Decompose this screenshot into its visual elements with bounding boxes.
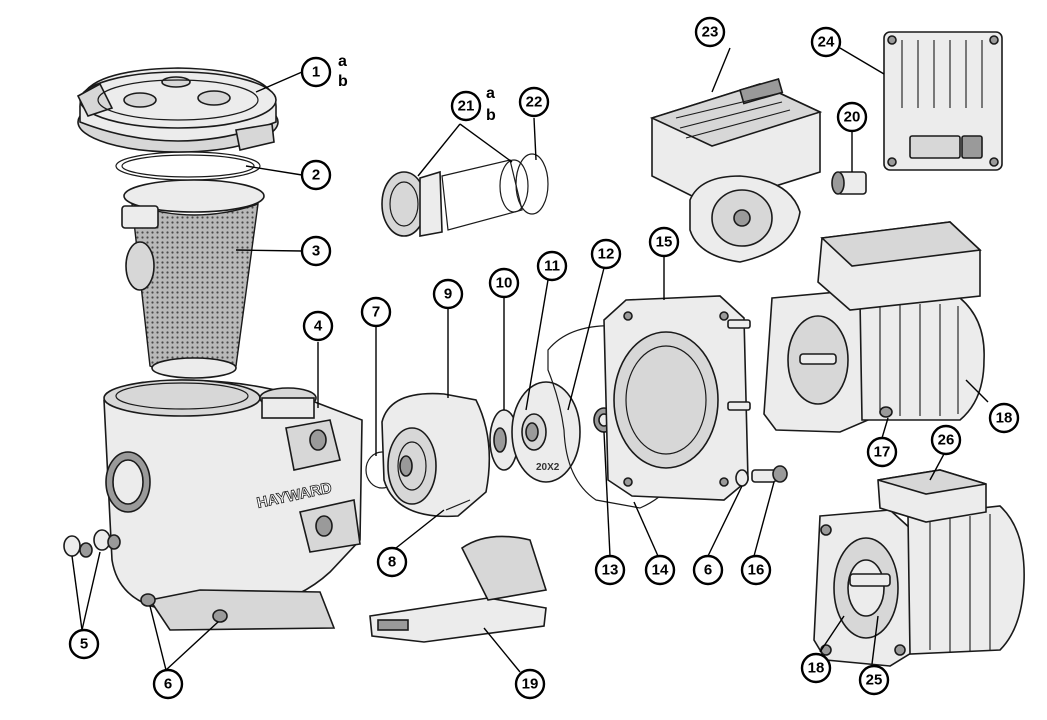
impeller-disc xyxy=(511,381,581,483)
svg-text:1: 1 xyxy=(312,64,320,81)
callout-1-sub-b: b xyxy=(338,73,348,90)
svg-text:18: 18 xyxy=(996,410,1013,427)
svg-text:19: 19 xyxy=(522,676,539,693)
callout-18-bottom: 18 xyxy=(800,652,832,684)
svg-text:6: 6 xyxy=(164,676,172,693)
panel-ribs xyxy=(901,40,983,108)
svg-text:3: 3 xyxy=(312,243,320,260)
svg-text:26: 26 xyxy=(938,432,955,449)
standard-motor-fins xyxy=(929,514,991,652)
svg-text:22: 22 xyxy=(526,94,543,111)
cable-fitting xyxy=(831,171,867,195)
strainer-basket xyxy=(121,179,265,379)
svg-text:18: 18 xyxy=(808,660,825,677)
lid-o-ring xyxy=(115,151,261,181)
strainer-cover xyxy=(76,67,279,153)
svg-text:21: 21 xyxy=(458,98,475,115)
svg-text:5: 5 xyxy=(80,636,88,653)
callout-6-left: 6 xyxy=(152,668,184,700)
callout-4: 4 xyxy=(302,310,334,342)
callout-26: 26 xyxy=(930,424,962,456)
drive-fins xyxy=(675,93,791,139)
speed-drive xyxy=(649,77,823,263)
through-bolts xyxy=(727,319,751,411)
callout-8: 8 xyxy=(376,546,408,578)
callout-19: 19 xyxy=(514,668,546,700)
svg-text:6: 6 xyxy=(704,562,712,579)
svg-text:9: 9 xyxy=(444,286,452,303)
svg-text:25: 25 xyxy=(866,672,883,689)
svg-text:12: 12 xyxy=(598,246,615,263)
impeller-mark: 20X2 xyxy=(536,462,560,473)
callout-11: 11 xyxy=(536,250,568,282)
callout-18-top: 18 xyxy=(988,402,1020,434)
callout-13: 13 xyxy=(594,554,626,586)
callout-21: 21 xyxy=(450,90,482,122)
svg-text:2: 2 xyxy=(312,167,320,184)
control-panel xyxy=(883,31,1003,171)
leader-lines xyxy=(71,47,989,671)
union-fitting xyxy=(381,153,549,237)
callout-7: 7 xyxy=(360,296,392,328)
variable-speed-motor xyxy=(763,221,985,433)
svg-text:7: 7 xyxy=(372,304,380,321)
svg-text:13: 13 xyxy=(602,562,619,579)
svg-text:16: 16 xyxy=(748,562,765,579)
svg-text:23: 23 xyxy=(702,24,719,41)
callout-10: 10 xyxy=(488,267,520,299)
callout-25: 25 xyxy=(858,664,890,696)
callout-20: 20 xyxy=(836,101,868,133)
svg-text:11: 11 xyxy=(544,258,560,275)
callout-24: 24 xyxy=(810,26,842,58)
callout-15: 15 xyxy=(648,226,680,258)
callout-1-sub-a: a xyxy=(338,53,347,70)
svg-text:8: 8 xyxy=(388,554,396,571)
svg-text:10: 10 xyxy=(496,275,513,292)
svg-text:14: 14 xyxy=(652,562,669,579)
pump-base xyxy=(369,535,548,643)
callout-21-sub-b: b xyxy=(486,107,496,124)
callout-12: 12 xyxy=(590,238,622,270)
drain-plugs xyxy=(63,529,121,558)
motor-cooling-fins xyxy=(879,304,959,416)
pump-housing xyxy=(103,379,363,631)
callout-1: 1 xyxy=(300,56,332,88)
callout-6-right: 6 xyxy=(692,554,724,586)
svg-text:20: 20 xyxy=(844,109,861,126)
callout-9: 9 xyxy=(432,278,464,310)
callout-23: 23 xyxy=(694,16,726,48)
svg-text:4: 4 xyxy=(314,318,323,335)
callout-2: 2 xyxy=(300,159,332,191)
svg-text:24: 24 xyxy=(818,34,835,51)
seal-plate xyxy=(603,295,749,501)
diffuser xyxy=(381,392,491,518)
callout-17: 17 xyxy=(866,436,898,468)
callout-14: 14 xyxy=(644,554,676,586)
callout-16: 16 xyxy=(740,554,772,586)
svg-text:15: 15 xyxy=(656,234,673,251)
callout-3: 3 xyxy=(300,235,332,267)
callout-21-sub-a: a xyxy=(486,85,495,102)
standard-motor xyxy=(813,469,1025,667)
svg-text:17: 17 xyxy=(874,444,891,461)
callout-22: 22 xyxy=(518,86,550,118)
callout-5: 5 xyxy=(68,628,100,660)
